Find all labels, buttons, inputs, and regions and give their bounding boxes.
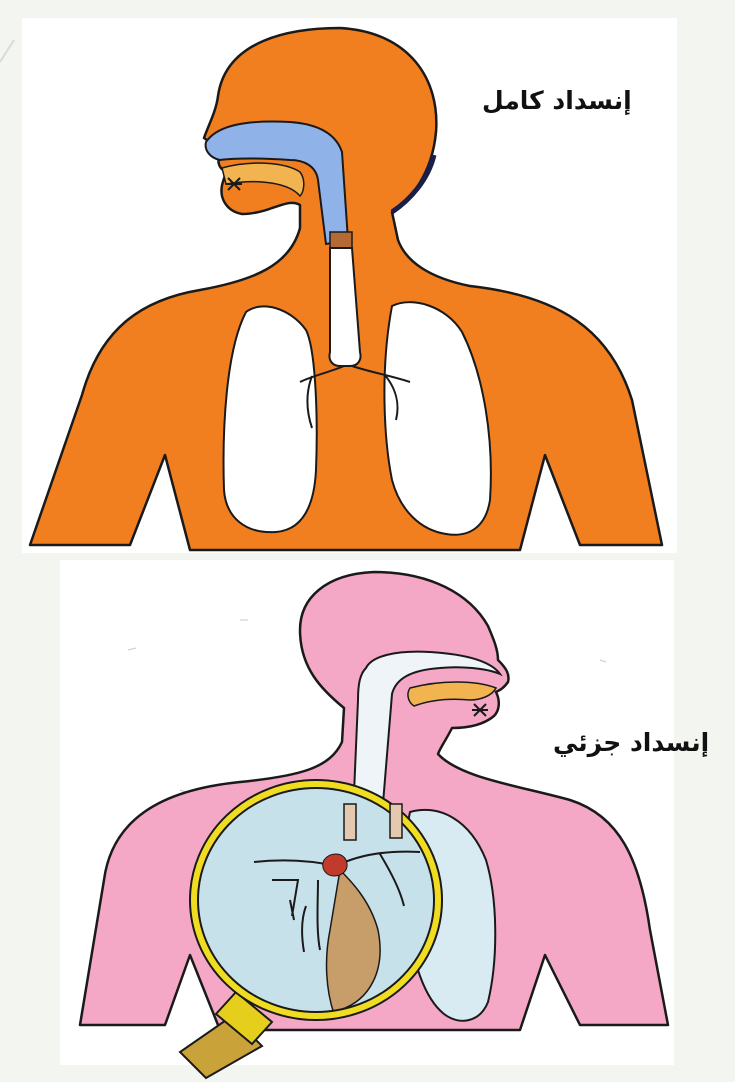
upper-trachea-partial [344,804,356,840]
obstruction-partial [323,854,347,876]
obstruction-bolus-complete [330,232,352,248]
upper-trachea-partial-right [390,804,402,838]
caption-complete-obstruction: إنسداد كامل [482,86,632,115]
caption-partial-obstruction: إنسداد جزئي [553,728,709,757]
left-lung-complete [224,306,317,532]
partial-obstruction-figure [60,560,674,1078]
